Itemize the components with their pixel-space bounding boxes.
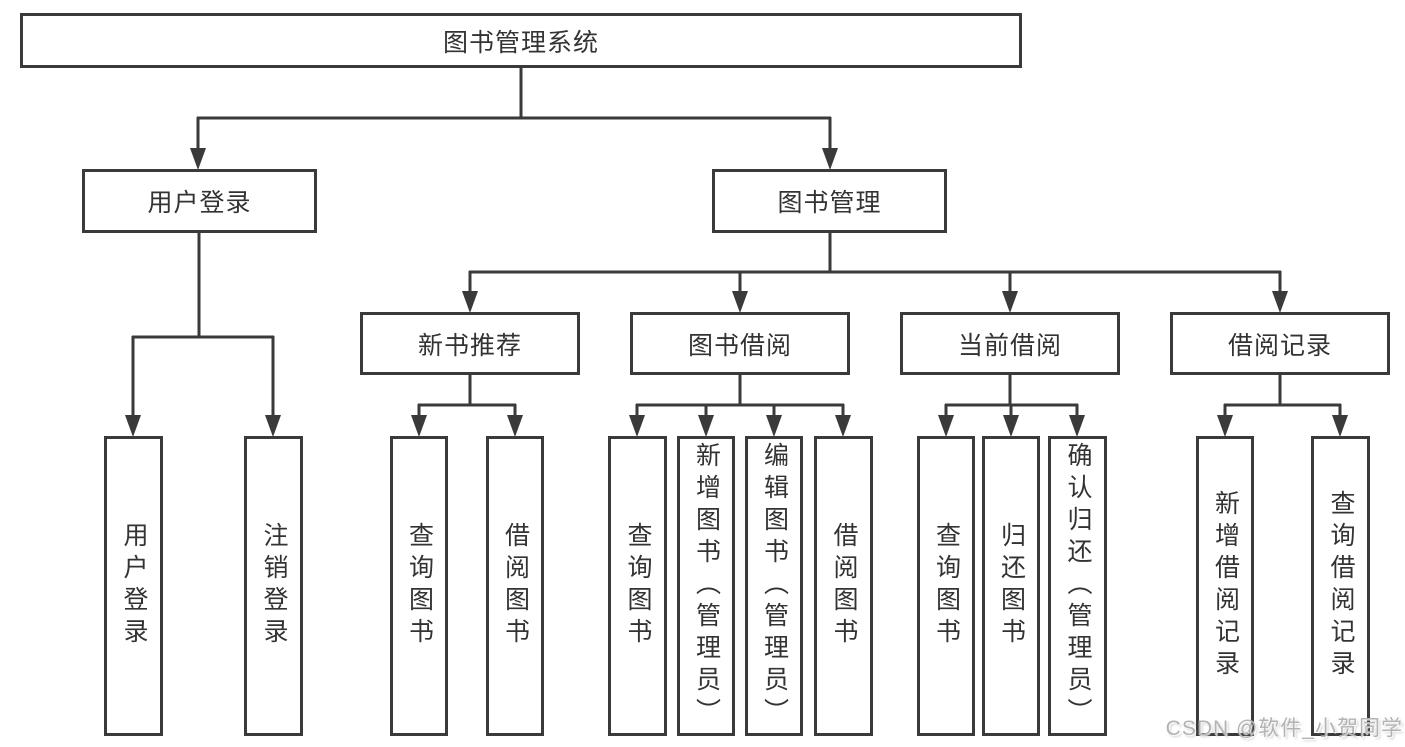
node-current-borrowing: 当前借阅: [900, 312, 1120, 375]
connector-book-mgmt-to-level3: [462, 233, 1288, 313]
node-label: 当前借阅: [957, 331, 1062, 360]
node-label: 编辑图书（管理员）: [760, 442, 789, 730]
node-label: 借阅图书: [830, 522, 858, 650]
node-label: 用户登录: [147, 189, 252, 217]
leaf-return-books: 归还图书: [982, 436, 1040, 736]
csdn-watermark: CSDN @软件_小贺同学: [1165, 717, 1403, 740]
node-label: 新增图书（管理员）: [692, 442, 721, 730]
node-label: 注销登录: [260, 522, 288, 650]
node-user-login: 用户登录: [82, 169, 317, 233]
connector-root-to-level2: [190, 68, 838, 170]
connector-user-login-to-leaves: [125, 233, 281, 437]
node-label: 用户登录: [120, 522, 148, 650]
leaf-borrow-books-newbook: 借阅图书: [486, 436, 544, 736]
node-label: 图书管理: [777, 189, 882, 217]
leaf-user-login: 用户登录: [104, 436, 163, 736]
leaf-borrow-books-borrowing: 借阅图书: [814, 436, 873, 736]
connector-new-book-to-leaves: [411, 375, 523, 437]
connector-borrowing-to-leaves: [629, 375, 851, 437]
node-label: 确认归还（管理员）: [1064, 442, 1092, 730]
connector-current-to-leaves: [938, 375, 1085, 437]
leaf-logout-login: 注销登录: [244, 436, 303, 736]
node-label: 图书管理系统: [442, 28, 599, 57]
node-label: 归还图书: [997, 522, 1026, 650]
leaf-confirm-return-admin: 确认归还（管理员）: [1048, 436, 1107, 736]
node-label: 查询图书: [624, 522, 652, 650]
leaf-add-borrow-record: 新增借阅记录: [1196, 436, 1254, 736]
node-label: 图书借阅: [687, 331, 792, 360]
node-book-management: 图书管理: [712, 169, 947, 233]
node-label: 查询借阅记录: [1327, 490, 1355, 682]
leaf-edit-book-admin: 编辑图书（管理员）: [745, 436, 803, 736]
node-borrowing-records: 借阅记录: [1170, 312, 1390, 375]
node-book-borrowing: 图书借阅: [630, 312, 850, 375]
node-label: 借阅记录: [1227, 331, 1332, 360]
leaf-query-books-borrowing: 查询图书: [608, 436, 667, 736]
node-label: 新书推荐: [417, 331, 522, 360]
node-label: 查询图书: [932, 522, 961, 650]
leaf-query-books-newbook: 查询图书: [390, 436, 448, 736]
leaf-query-books-current: 查询图书: [917, 436, 975, 736]
leaf-add-book-admin: 新增图书（管理员）: [677, 436, 735, 736]
node-label: 新增借阅记录: [1211, 490, 1240, 682]
connector-records-to-leaves: [1217, 375, 1348, 437]
node-label: 借阅图书: [501, 522, 530, 650]
node-label: 查询图书: [405, 522, 434, 650]
leaf-query-borrow-record: 查询借阅记录: [1311, 436, 1370, 736]
node-new-book-recommend: 新书推荐: [360, 312, 580, 375]
node-library-management-system: 图书管理系统: [20, 13, 1022, 68]
